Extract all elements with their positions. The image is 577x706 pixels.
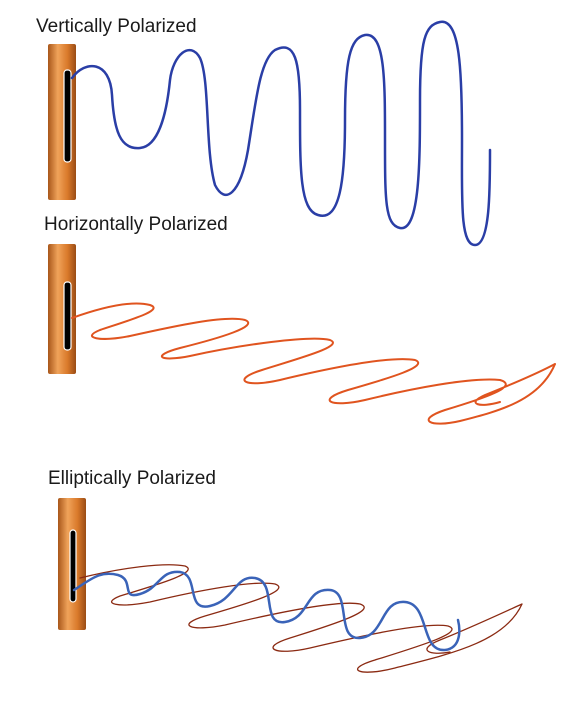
elliptical-panel-title: Elliptically Polarized [48, 468, 216, 489]
horizontal-panel-title: Horizontally Polarized [44, 214, 228, 235]
elliptical-trace [79, 564, 523, 673]
horizontal-antenna-slot [63, 281, 72, 351]
horizontal-antenna-rod [48, 244, 76, 374]
elliptical-antenna [58, 498, 86, 630]
vertical-antenna-slot [63, 69, 72, 163]
horizontal-wave [71, 302, 556, 425]
elliptical-wave [72, 570, 461, 652]
vertical-antenna-rod [48, 44, 76, 200]
vertical-wave [70, 20, 492, 247]
horizontal-antenna [48, 244, 76, 374]
vertical-panel-title: Vertically Polarized [36, 16, 197, 37]
elliptical-antenna-slot [69, 529, 77, 603]
vertical-antenna [48, 44, 76, 200]
